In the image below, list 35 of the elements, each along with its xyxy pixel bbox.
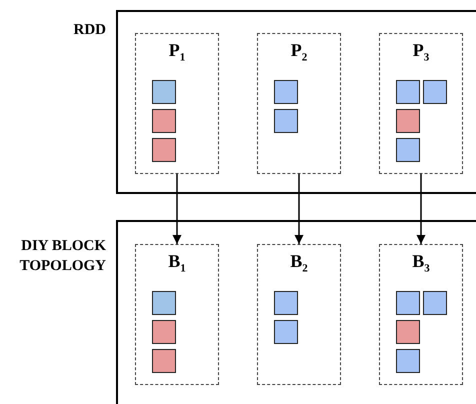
partition-box xyxy=(257,33,341,174)
block-square xyxy=(274,80,298,104)
group-label: DIY BLOCK TOPOLOGY xyxy=(18,237,106,276)
partition-box xyxy=(135,244,219,385)
block-square xyxy=(422,290,447,315)
block-square xyxy=(396,138,420,162)
block-square xyxy=(396,348,420,373)
block-square xyxy=(152,290,176,315)
partition-box xyxy=(379,33,463,174)
partition-label: B$_{3}$ xyxy=(411,251,431,275)
partition-label: P$_{3}$ xyxy=(412,40,430,64)
block-square xyxy=(422,80,447,104)
block-square xyxy=(396,320,420,344)
block-square xyxy=(396,108,420,133)
arrow xyxy=(416,174,426,244)
block-square xyxy=(152,138,176,162)
partition-label: P$_{2}$ xyxy=(290,40,308,64)
partition-label: P$_{1}$ xyxy=(168,40,186,64)
arrow xyxy=(172,174,182,244)
block-square xyxy=(396,80,420,104)
block-square xyxy=(152,320,176,344)
block-square xyxy=(274,290,298,315)
block-square xyxy=(396,290,420,315)
partition-box xyxy=(257,244,341,385)
block-square xyxy=(274,108,298,133)
block-square xyxy=(152,108,176,133)
group-label: RDD xyxy=(72,21,106,40)
partition-box xyxy=(379,244,463,385)
block-square xyxy=(152,348,176,373)
partition-label: B$_{1}$ xyxy=(167,251,187,275)
partition-label: B$_{2}$ xyxy=(289,251,309,275)
arrow xyxy=(294,174,304,244)
block-square xyxy=(152,80,176,104)
block-square xyxy=(274,320,298,344)
partition-box xyxy=(135,33,219,174)
